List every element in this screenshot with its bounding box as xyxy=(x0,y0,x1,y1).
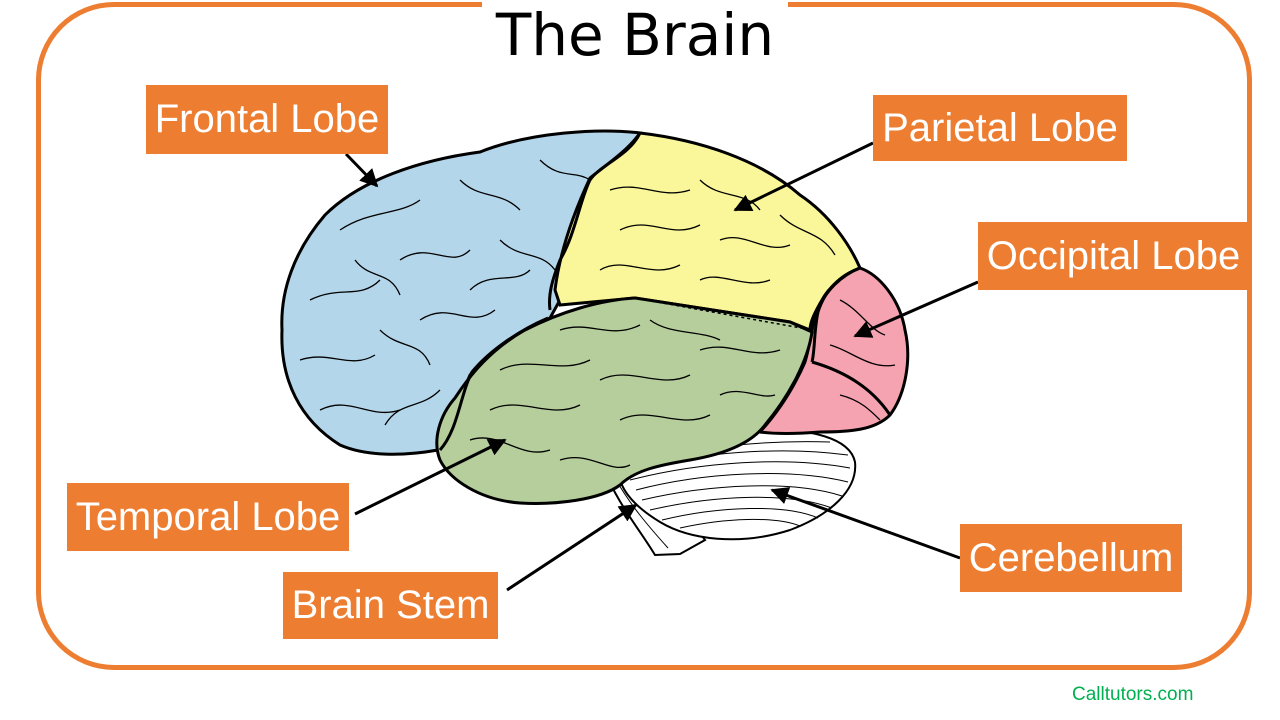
cerebellum-folds xyxy=(629,441,851,529)
arrow-stem xyxy=(506,503,638,592)
gyri-lines xyxy=(299,159,896,469)
page-title: The Brain xyxy=(0,0,1270,70)
credit-text: Calltutors.com xyxy=(1072,684,1194,705)
label-occipital-lobe: Occipital Lobe xyxy=(978,222,1249,290)
arrow-frontal xyxy=(344,152,379,188)
arrow-cerebellum xyxy=(770,487,961,560)
label-temporal-lobe: Temporal Lobe xyxy=(67,483,349,551)
label-brain-stem: Brain Stem xyxy=(283,572,498,639)
arrow-temporal xyxy=(354,438,507,516)
arrow-occipital xyxy=(853,280,979,338)
pointer-arrows xyxy=(344,141,979,592)
label-cerebellum: Cerebellum xyxy=(960,524,1182,592)
label-parietal-lobe: Parietal Lobe xyxy=(873,95,1127,161)
label-frontal-lobe: Frontal Lobe xyxy=(146,85,388,154)
arrow-parietal xyxy=(733,141,874,212)
